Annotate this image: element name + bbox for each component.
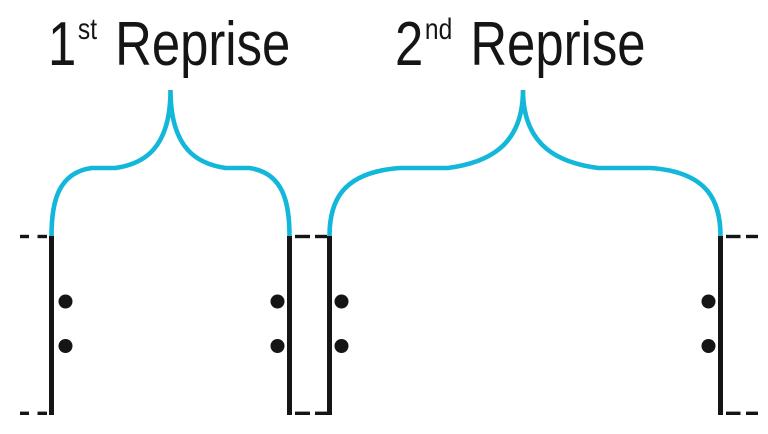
first-reprise-ordinal-suffix: st: [77, 13, 98, 46]
staff-line-stubs-bottom: [20, 411, 758, 415]
staff-line-stub: [37, 234, 47, 239]
staff-line-stub: [20, 411, 29, 415]
repeat-dot: [334, 339, 349, 353]
staff-line-stub: [726, 234, 741, 239]
second-reprise-brace-icon: [327, 89, 723, 237]
staff-line-stubs-top: [20, 234, 758, 239]
first-reprise-number: 1: [48, 10, 77, 79]
second-reprise-label: 2 nd Reprise: [395, 14, 646, 76]
repeat-dots-begin-2: [334, 294, 349, 353]
first-reprise-label: 1 st Reprise: [48, 14, 290, 76]
staff-line-stub: [295, 234, 310, 239]
second-reprise-number: 2: [395, 10, 424, 79]
first-reprise-brace-icon: [49, 89, 292, 237]
end-repeat-barline-2: [718, 236, 723, 415]
staff-line-stub: [726, 411, 741, 415]
staff-line-stub: [37, 411, 47, 415]
repeat-dot: [58, 294, 73, 309]
second-reprise-word: Reprise: [470, 10, 646, 79]
repeat-dot: [701, 294, 716, 309]
repeat-dot: [58, 339, 73, 353]
repeat-dot: [701, 339, 716, 353]
repeat-dots-begin-1: [58, 294, 73, 353]
first-reprise-word: Reprise: [115, 10, 291, 79]
end-repeat-barline-1: [287, 236, 292, 415]
staff-line-stub: [315, 411, 327, 415]
staff-line-stub: [20, 234, 29, 239]
second-reprise-ordinal-suffix: nd: [424, 13, 453, 46]
repeat-dot: [270, 339, 285, 353]
staff-line-stub: [746, 411, 758, 415]
staff-line-stub: [746, 234, 758, 239]
repeat-dots-end-1: [270, 294, 285, 353]
staff-line-stub: [315, 234, 327, 239]
repeat-dots-end-2: [701, 294, 716, 353]
repeat-dot: [334, 294, 349, 309]
staff-line-stub: [295, 411, 310, 415]
repeat-dot: [270, 294, 285, 309]
begin-repeat-barline-1: [49, 236, 54, 415]
begin-repeat-barline-2: [327, 236, 332, 415]
